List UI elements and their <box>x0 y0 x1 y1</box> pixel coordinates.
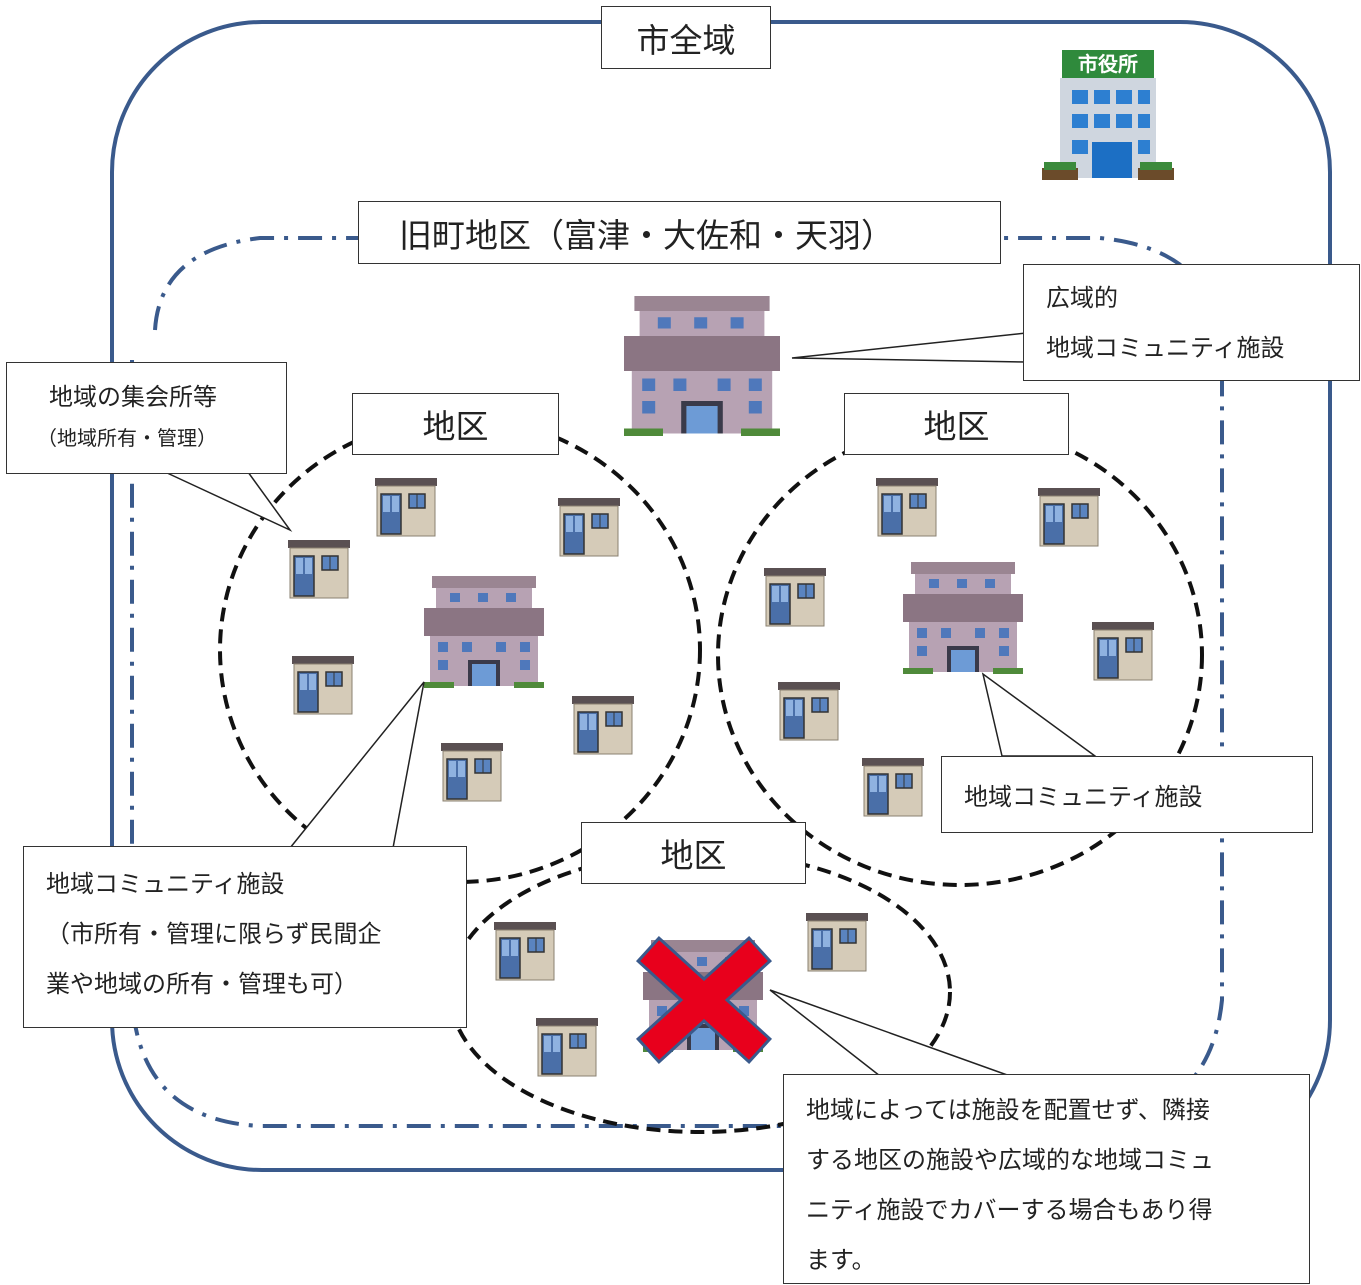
meeting-house-icon <box>875 477 939 537</box>
callout-line: する地区の施設や広域的な地域コミュ <box>806 1146 1214 1174</box>
callout-wide-area-facility: 広域的 地域コミュニティ施設 <box>1023 264 1360 381</box>
callout-line: 業や地域の所有・管理も可） <box>46 970 358 998</box>
callout-line: 広域的 <box>1046 284 1118 312</box>
meeting-house-icon <box>374 477 438 537</box>
callout-line: 地域によっては施設を配置せず、隣接 <box>806 1096 1210 1124</box>
callout-line: ニティ施設でカバーする場合もあり得 <box>806 1196 1213 1224</box>
old-town-label: 旧町地区（富津・大佐和・天羽） <box>358 201 1001 264</box>
district-label-left: 地区 <box>352 393 559 455</box>
meeting-house-icon <box>571 695 635 755</box>
callout-line: 地域コミュニティ施設 <box>964 783 1203 811</box>
city-hall-sign: 市役所 <box>1078 52 1138 76</box>
callout-pointer-no-facility <box>769 989 1011 1077</box>
meeting-house-icon <box>535 1017 599 1077</box>
meeting-house-icon <box>557 497 621 557</box>
callout-line: （地域所有・管理） <box>37 426 217 450</box>
meeting-house-icon <box>805 912 869 972</box>
callout-no-facility: 地域によっては施設を配置せず、隣接 する地区の施設や広域的な地域コミュ ニティ施… <box>783 1074 1310 1284</box>
meeting-house-icon <box>861 757 925 817</box>
callout-community-facility-right: 地域コミュニティ施設 <box>941 756 1313 833</box>
district-label-right: 地区 <box>844 393 1069 455</box>
callout-pointer-community-right <box>981 672 1098 757</box>
city-label: 市全域 <box>601 6 771 69</box>
callout-line: ます。 <box>806 1246 876 1274</box>
city-hall-icon: 市役所 <box>1042 50 1174 180</box>
meeting-house-icon <box>763 567 827 627</box>
callout-meeting-place: 地域の集会所等 （地域所有・管理） <box>6 362 287 474</box>
meeting-house-icon <box>287 539 351 599</box>
callout-line: 地域コミュニティ施設 <box>46 870 285 898</box>
district-facility-icon-left <box>424 576 544 688</box>
callout-pointer-meeting-place <box>164 471 293 532</box>
callout-line: 地域の集会所等 <box>49 383 217 411</box>
district-label-bottom: 地区 <box>581 822 806 884</box>
district-facility-icon-right <box>903 562 1023 674</box>
no-facility-cross-icon <box>635 935 773 1065</box>
meeting-house-icon <box>291 655 355 715</box>
wide-area-facility-icon <box>624 296 780 436</box>
meeting-house-icon <box>1091 621 1155 681</box>
meeting-house-icon <box>777 681 841 741</box>
callout-pointer-wide-area <box>791 332 1027 363</box>
meeting-house-icon <box>493 921 557 981</box>
callout-line: 地域コミュニティ施設 <box>1046 334 1285 362</box>
callout-community-facility-left: 地域コミュニティ施設 （市所有・管理に限らず民間企 業や地域の所有・管理も可） <box>23 846 467 1028</box>
callout-line: （市所有・管理に限らず民間企 <box>46 920 382 948</box>
meeting-house-icon <box>440 742 504 802</box>
old-town-boundary <box>130 236 1224 1128</box>
meeting-house-icon <box>1037 487 1101 547</box>
